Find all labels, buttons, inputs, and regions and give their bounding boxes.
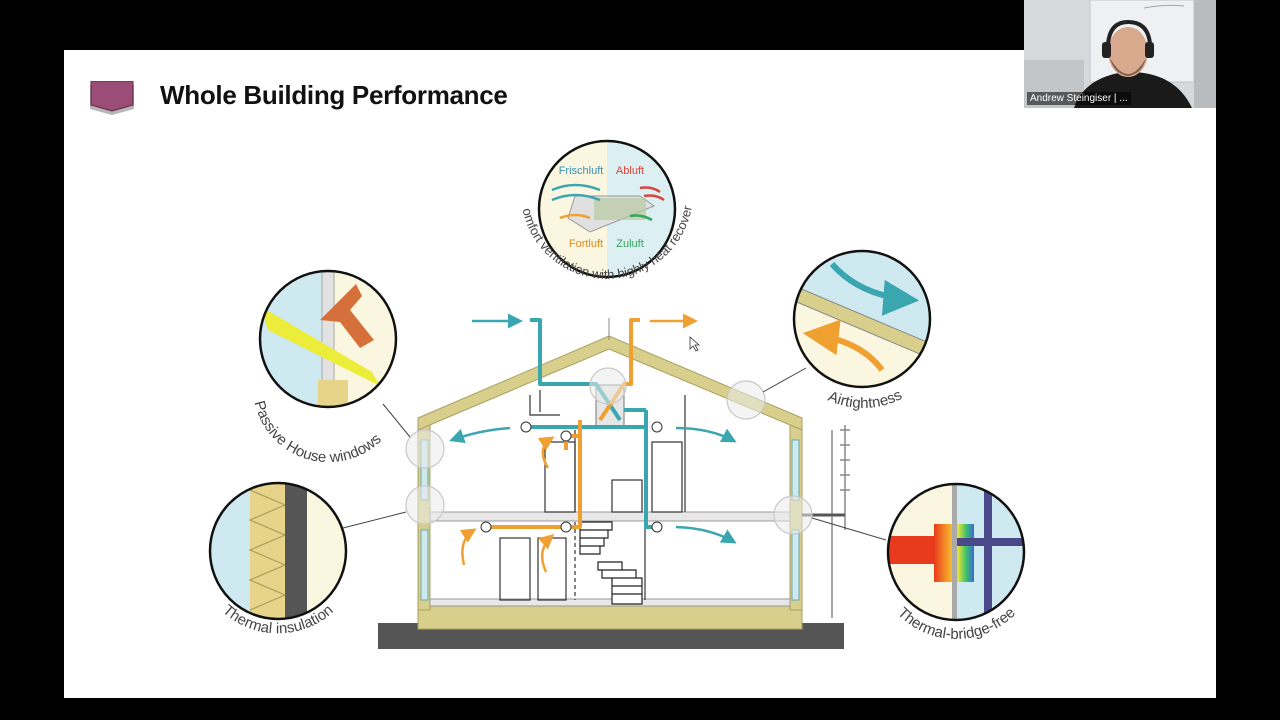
building-shell — [417, 318, 803, 630]
hrv-label-exhaust: Abluft — [616, 165, 644, 177]
participant-video — [1024, 0, 1216, 108]
airflow-arrows — [449, 313, 737, 573]
building-windows — [420, 439, 800, 601]
mouse-cursor-icon — [689, 336, 701, 352]
thermal-bridge-callout — [886, 482, 1026, 622]
detail-markers — [405, 367, 813, 535]
callout-leaders — [342, 367, 887, 541]
airtightness-callout — [792, 249, 932, 389]
hrv-label-fresh: Frischluft — [559, 165, 604, 177]
airtightness-caption: Airtightness — [826, 386, 905, 411]
title-bullet-icon — [90, 81, 134, 115]
participant-name-label: Andrew Steingiser | ... — [1027, 92, 1131, 105]
slide-title: Whole Building Performance — [160, 80, 508, 110]
windows-caption: Passive House windows — [251, 399, 385, 467]
webcam-video-tile[interactable]: Andrew Steingiser | ... — [1024, 0, 1216, 108]
duct-outlets — [480, 421, 663, 533]
hrv-label-outgoing: Fortluft — [569, 238, 603, 250]
hrv-label-supply: Zuluft — [616, 238, 644, 250]
staircase — [579, 521, 643, 605]
windows-callout — [258, 269, 398, 409]
insulation-callout — [208, 481, 348, 621]
building-interior — [499, 390, 686, 601]
